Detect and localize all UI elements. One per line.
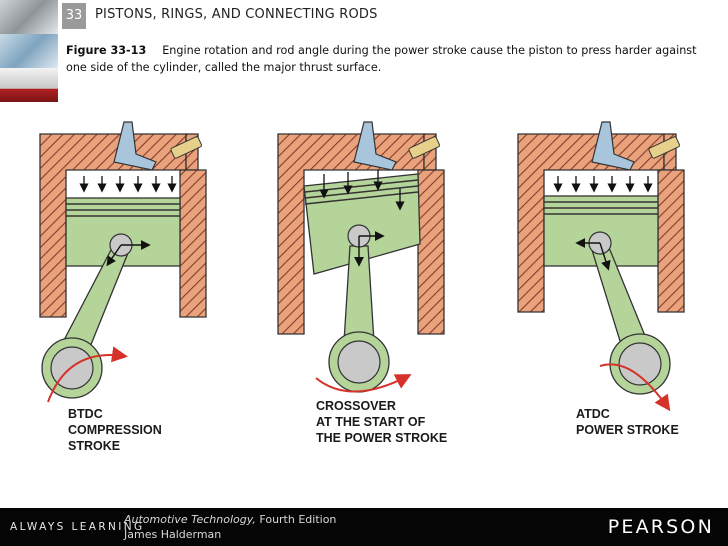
slide-footer: ALWAYS LEARNING Automotive Technology, F… — [0, 508, 728, 546]
book-info: Automotive Technology, Fourth Edition Ja… — [124, 512, 336, 542]
chapter-thumbnails — [0, 0, 58, 104]
book-edition: Fourth Edition — [255, 513, 337, 526]
chapter-title: PISTONS, RINGS, AND CONNECTING RODS — [95, 7, 378, 22]
spark-plug-icon — [408, 136, 440, 159]
btdc-label-line-3: STROKE — [68, 439, 120, 453]
spark-plug-icon — [170, 136, 202, 159]
atdc-label-line-1: ATDC — [576, 407, 610, 421]
atdc-diagram: ATDC POWER STROKE — [517, 121, 685, 437]
pressure-arrows — [553, 176, 653, 193]
valve-icon — [591, 121, 635, 171]
car-thumbnail — [0, 68, 58, 102]
publisher-logo: PEARSON — [607, 516, 714, 538]
pressure-arrows — [79, 176, 177, 193]
btdc-label-line-2: COMPRESSION — [68, 423, 162, 437]
crossover-label-line-1: CROSSOVER — [316, 399, 396, 413]
crankshaft-journal — [618, 342, 662, 386]
book-author: James Halderman — [124, 528, 222, 541]
pressure-arrows — [319, 170, 405, 211]
crossover-label-line-3: THE POWER STROKE — [316, 431, 447, 445]
crankshaft-journal — [337, 340, 381, 384]
rotation-arrow — [47, 346, 128, 403]
gears-thumbnail — [0, 34, 58, 68]
slide-header: 33 PISTONS, RINGS, AND CONNECTING RODS — [0, 0, 728, 102]
footer-tagline: ALWAYS LEARNING — [10, 521, 145, 533]
valve-icon — [113, 121, 157, 171]
book-title: Automotive Technology, — [124, 513, 256, 526]
rotation-arrow — [599, 363, 671, 412]
crossover-label-line-2: AT THE START OF — [316, 415, 426, 429]
spark-plug-icon — [648, 136, 680, 159]
atdc-label-line-2: POWER STROKE — [576, 423, 679, 437]
chapter-number: 33 — [62, 3, 86, 29]
piston-diagram-figure: BTDC COMPRESSION STROKE CROSSOVER AT THE… — [39, 121, 685, 453]
figure-caption-text: Engine rotation and rod angle during the… — [66, 44, 697, 74]
btdc-diagram: BTDC COMPRESSION STROKE — [39, 121, 207, 453]
btdc-label-line-1: BTDC — [68, 407, 103, 421]
rotation-arrow — [315, 374, 412, 393]
engine-thumbnail — [0, 0, 58, 34]
figure-label: Figure 33-13 — [66, 44, 147, 57]
valve-icon — [353, 121, 397, 171]
piston — [303, 173, 421, 275]
crossover-diagram: CROSSOVER AT THE START OF THE POWER STRO… — [277, 121, 447, 445]
